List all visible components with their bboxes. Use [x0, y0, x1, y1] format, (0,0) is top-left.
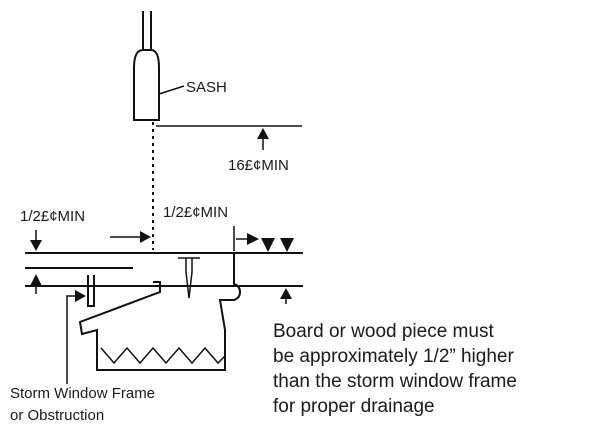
half-min-left-arrows — [30, 230, 151, 251]
drainage-note-line4: for proper drainage — [273, 396, 435, 417]
sixteen-min-label: 16£¢MIN — [228, 157, 289, 174]
half-min-right-label: 1/2£¢MIN — [163, 204, 228, 221]
sash-label: SASH — [186, 79, 227, 96]
sill-profile — [78, 293, 226, 371]
storm-frame-label-line2: or Obstruction — [10, 407, 104, 424]
right-arrow — [280, 288, 292, 304]
board-piece — [150, 252, 242, 301]
storm-window-frame — [87, 275, 95, 307]
lower-left-arrow — [30, 274, 42, 294]
drainage-note-line2: be approximately 1/2” higher — [273, 346, 514, 367]
storm-frame-arrow — [66, 290, 86, 384]
drainage-note-line3: than the storm window frame — [273, 371, 517, 392]
drainage-note-line1: Board or wood piece must — [273, 321, 494, 342]
sixteen-min-arrow — [257, 128, 269, 150]
storm-frame-label-line1: Storm Window Frame — [10, 385, 155, 402]
sash — [133, 11, 185, 121]
nail — [178, 257, 200, 299]
half-min-left-label: 1/2£¢MIN — [20, 208, 85, 225]
half-min-right-arrows — [233, 226, 294, 252]
